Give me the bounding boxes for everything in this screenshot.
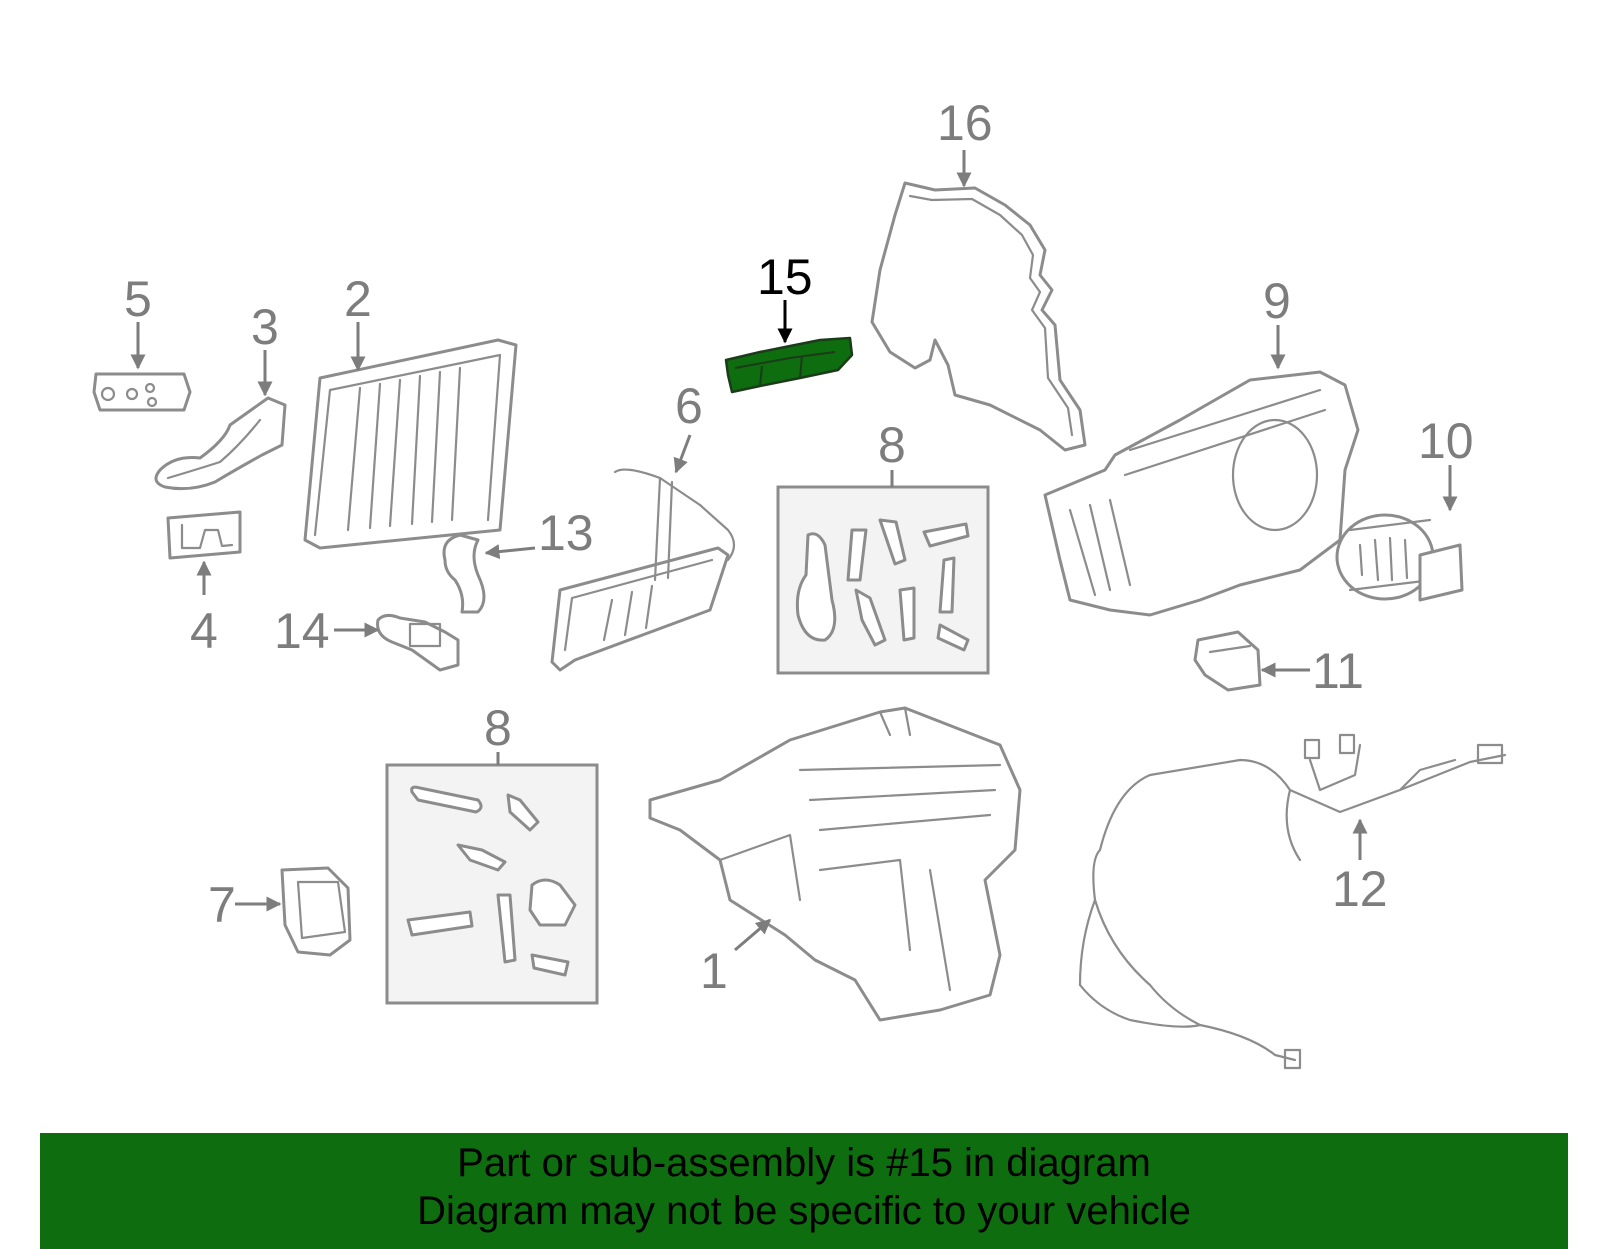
callout-2: 2	[344, 271, 372, 327]
part-8-kit-lower[interactable]	[385, 763, 599, 1005]
part-8-kit-upper[interactable]	[776, 485, 990, 675]
callout-9: 9	[1263, 273, 1291, 329]
callout-14: 14	[274, 603, 330, 659]
callout-15: 15	[757, 249, 813, 305]
callout-6: 6	[675, 378, 703, 434]
callout-4: 4	[190, 603, 218, 659]
part-2-evaporator[interactable]	[303, 338, 518, 550]
callout-11: 11	[1312, 643, 1364, 699]
callout-5: 5	[124, 271, 152, 327]
callout-12: 12	[1332, 861, 1388, 917]
callout-7: 7	[208, 877, 236, 933]
part-14-sensor[interactable]	[376, 613, 460, 672]
banner-line-1: Part or sub-assembly is #15 in diagram	[457, 1141, 1151, 1185]
callout-3: 3	[251, 299, 279, 355]
part-16-insulator-panel[interactable]	[870, 181, 1087, 452]
part-10-blower-motor[interactable]	[1335, 513, 1464, 602]
callout-10: 10	[1418, 413, 1474, 469]
callout-labels: 5 3 2 4 15 16 9 10 6 8 8 13 14 7 1 11 12	[124, 95, 1474, 999]
callout-1: 1	[700, 943, 728, 999]
part-7-actuator[interactable]	[280, 866, 352, 957]
part-4-clip[interactable]	[166, 510, 242, 560]
leader-lines	[130, 150, 1458, 952]
callout-13: 13	[538, 505, 594, 561]
callout-8-lower: 8	[484, 700, 512, 756]
part-13-hose[interactable]	[442, 533, 486, 614]
part-1-hvac-case[interactable]	[648, 706, 1022, 1022]
part-15-highlighted-duct[interactable]	[724, 336, 854, 394]
part-5-expansion-valve[interactable]	[92, 372, 192, 412]
part-3-pipe[interactable]	[154, 396, 287, 491]
info-banner: Part or sub-assembly is #15 in diagram D…	[40, 1133, 1568, 1249]
part-11-resistor[interactable]	[1193, 630, 1262, 692]
part-6-heater-core[interactable]	[550, 468, 736, 672]
part-12-wiring-harness[interactable]	[1078, 733, 1507, 1070]
part-9-blower-case[interactable]	[1043, 370, 1360, 617]
banner-line-2: Diagram may not be specific to your vehi…	[417, 1189, 1191, 1233]
callout-8-upper: 8	[878, 417, 906, 473]
callout-16: 16	[937, 95, 993, 151]
